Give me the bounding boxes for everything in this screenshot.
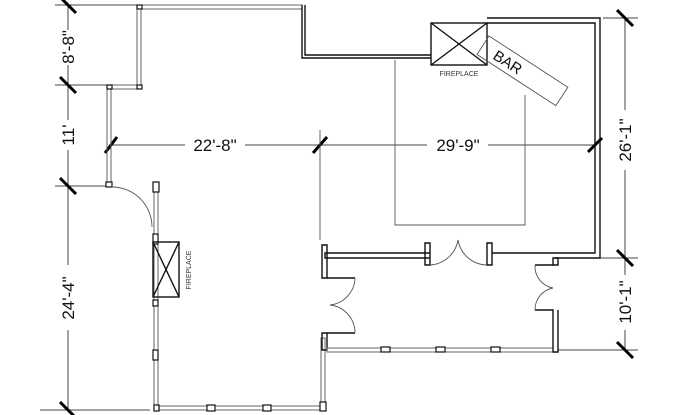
fireplace-top-label: FIREPLACE (440, 71, 479, 78)
dimension-lines (40, 0, 638, 415)
lower-middle-walls (321, 257, 559, 353)
dimension-right-bottom: 10'-1" (616, 280, 635, 323)
dimension-left-middle: 11' (59, 125, 78, 146)
main-room-walls (301, 5, 601, 279)
fireplace-left: FIREPLACE (152, 241, 193, 298)
dimension-left-top: 8'-8" (59, 30, 78, 64)
dimension-left-bottom: 24'-4" (59, 276, 78, 319)
dimension-horizontal-left: 22'-8" (193, 136, 236, 155)
inner-outline (394, 60, 526, 226)
fireplace-top: FIREPLACE (430, 22, 488, 78)
bar-counter: BAR (476, 35, 569, 107)
dimension-horizontal-right: 29'-9" (436, 136, 479, 155)
fireplace-left-label: FIREPLACE (186, 250, 193, 289)
upper-left-walls (105, 4, 303, 228)
dimension-right-top: 26'-1" (616, 118, 635, 161)
